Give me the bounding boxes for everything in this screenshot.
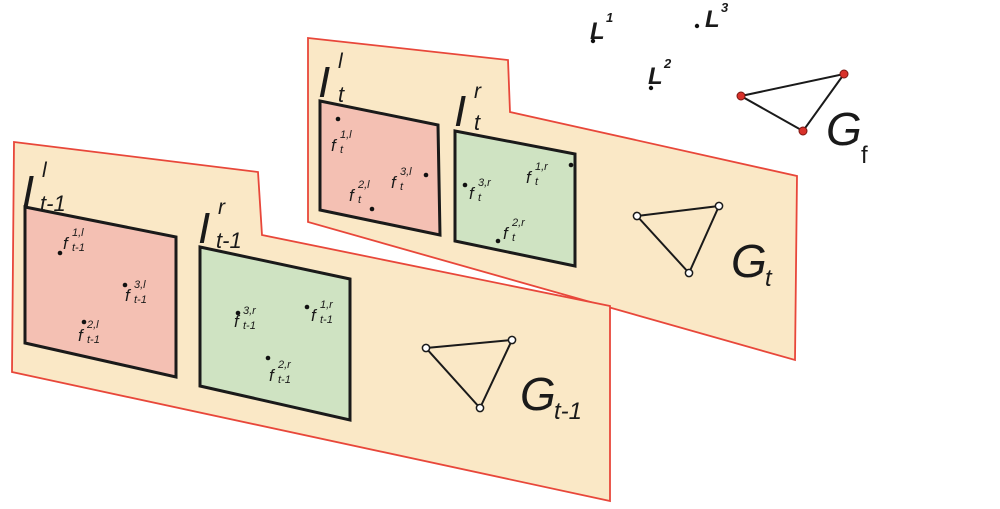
graph-node (684, 268, 694, 278)
feature-point (423, 172, 429, 178)
graph-node (632, 211, 642, 221)
feature-point (495, 238, 501, 244)
graph-node (421, 343, 431, 353)
feature-point (81, 319, 87, 325)
global-graph-triangle (736, 69, 849, 136)
graph-node (798, 126, 808, 136)
graph-t-1-label: Gt-1 (520, 368, 582, 425)
landmark-point (694, 23, 700, 29)
feature-point (122, 282, 128, 288)
landmark-label: L2 (648, 56, 672, 90)
feature-point (462, 182, 468, 188)
feature-point (335, 116, 341, 122)
frame-t-left-image (318, 99, 442, 237)
graph-node (475, 403, 485, 413)
landmark-label: L3 (705, 0, 729, 33)
graph-t-1-triangle (421, 335, 517, 413)
landmarks: L1 L3 L2 (590, 0, 729, 91)
feature-point (265, 355, 271, 361)
graph-t-label: Gt (731, 235, 773, 292)
feature-point (304, 304, 310, 310)
feature-point (369, 206, 375, 212)
feature-point (568, 162, 574, 168)
feature-point (57, 250, 63, 256)
landmark-point (648, 85, 654, 91)
feature-point (235, 310, 241, 316)
graph-t-triangle (632, 201, 724, 278)
graph-node (839, 69, 849, 79)
frame-t-right-image (453, 129, 577, 268)
global-graph-label: Gf (826, 103, 868, 169)
landmark-label: L1 (590, 10, 613, 45)
graph-node (714, 201, 724, 211)
landmark-point (590, 38, 596, 44)
graph-node (736, 91, 746, 101)
graph-node (507, 335, 517, 345)
frame-t-1-left-image (23, 205, 178, 379)
frame-t-1-right-image (198, 245, 352, 422)
